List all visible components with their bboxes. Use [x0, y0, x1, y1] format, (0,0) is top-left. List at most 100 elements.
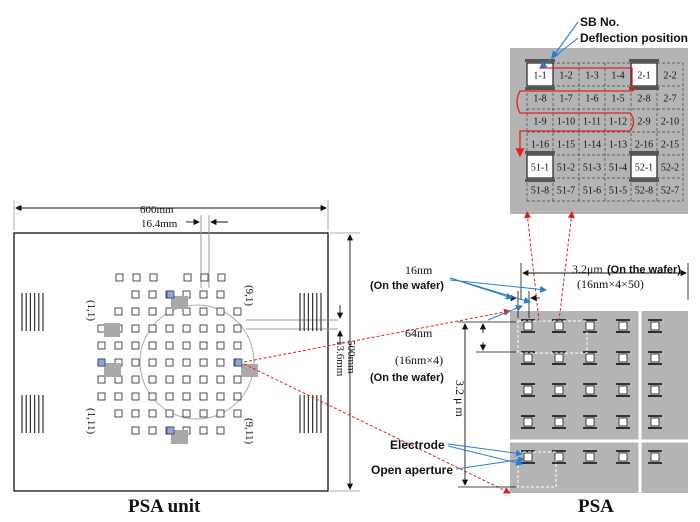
aperture-square: [200, 273, 209, 282]
electrode-bar: [552, 331, 566, 333]
aperture-square: [131, 426, 140, 435]
electrode-bar: [552, 462, 566, 464]
grid-cell-label: 51-7: [557, 186, 575, 197]
aperture-square: [216, 324, 225, 333]
spot: [104, 363, 121, 377]
corner-label-1-1: (1,1): [85, 300, 97, 321]
grid-cell-label: 2-10: [661, 117, 679, 128]
aperture-square: [148, 341, 157, 350]
electrode-bar: [616, 395, 630, 397]
open-aperture: [523, 353, 533, 363]
dim-16-4-label: 16.4mm: [141, 218, 178, 230]
open-aperture: [554, 452, 564, 462]
aperture-square: [182, 392, 191, 401]
grid-cell-label: 52-1: [635, 163, 653, 174]
electrode-bar: [583, 450, 597, 452]
open-aperture: [585, 417, 595, 427]
open-aperture: [650, 353, 660, 363]
psa-unit-panel: (1,1) (9,1) (1,11) (9,11): [13, 215, 338, 492]
electrode-bar: [583, 331, 597, 333]
aperture-square: [233, 307, 242, 316]
aperture-square: [199, 426, 208, 435]
grid-cell-label: 51-6: [583, 186, 601, 197]
aperture-square: [131, 341, 140, 350]
aperture-square: [131, 307, 140, 316]
aperture-square: [182, 409, 191, 418]
grid-cell-label: 1-8: [533, 94, 546, 105]
sb-box: [630, 154, 658, 179]
psa-title: PSA: [578, 496, 614, 517]
aperture-square: [165, 409, 174, 418]
open-aperture: [650, 452, 660, 462]
grid-cell-label: 2-9: [637, 117, 650, 128]
grid-cell-label: 51-2: [557, 163, 575, 174]
aperture-square: [182, 324, 191, 333]
aperture-square: [182, 358, 191, 367]
dimension-600mm: 600mm: [13, 200, 329, 230]
electrode-bar: [583, 383, 597, 385]
aperture-square: [216, 341, 225, 350]
aperture-square: [233, 409, 242, 418]
sb-electrode: [525, 87, 555, 90]
electrode-bar: [552, 351, 566, 353]
electrode-bar: [648, 395, 662, 397]
electrode-bar: [648, 427, 662, 429]
aperture-square: [114, 375, 123, 384]
open-aperture: [618, 417, 628, 427]
grid-cell-label: 1-15: [557, 140, 575, 151]
aperture-square: [199, 290, 208, 299]
grid-cell-label: 51-8: [531, 186, 549, 197]
aperture-square: [148, 290, 157, 299]
dim-16x4x50: (16nm×4×50): [577, 277, 644, 291]
sb-electrode: [629, 179, 659, 182]
dim-16nm: 16nm: [405, 263, 433, 277]
grid-cell-label: 1-16: [531, 140, 549, 151]
aperture-square: [97, 375, 106, 384]
psa-unit-title: PSA unit: [128, 496, 201, 517]
electrode-bar: [521, 395, 535, 397]
aperture-square: [199, 392, 208, 401]
psa-electrodes: [521, 319, 662, 464]
aperture-square: [233, 392, 242, 401]
grid-cell-label: 1-10: [557, 117, 575, 128]
corner-label-9-11: (9,11): [243, 418, 255, 445]
electrode-bar: [521, 415, 535, 417]
aperture-square: [216, 426, 225, 435]
aperture-square: [165, 392, 174, 401]
aperture-square: [131, 290, 140, 299]
aperture-square: [165, 341, 174, 350]
sb-no-arrow: [551, 21, 579, 59]
electrode-bar: [583, 415, 597, 417]
grid-cell-label: 1-13: [609, 140, 627, 151]
grid-cell-label: 52-7: [661, 186, 679, 197]
aperture-square: [233, 324, 242, 333]
highlight-cell: [97, 358, 106, 367]
aperture-square: [165, 324, 174, 333]
grid-cell-label: 1-1: [533, 71, 546, 82]
open-aperture: [618, 385, 628, 395]
electrode-bar: [648, 319, 662, 321]
electrode-bar: [552, 427, 566, 429]
aperture-square: [199, 409, 208, 418]
aperture-square: [131, 324, 140, 333]
open-aperture: [523, 452, 533, 462]
aperture-square: [148, 307, 157, 316]
electrode-bar: [616, 427, 630, 429]
open-aperture: [618, 353, 628, 363]
aperture-square: [148, 392, 157, 401]
aperture-square: [114, 341, 123, 350]
aperture-square: [199, 375, 208, 384]
grid-cell-label: 2-15: [661, 140, 679, 151]
aperture-square: [131, 358, 140, 367]
deflection-position-label: Deflection position: [580, 31, 688, 45]
corner-label-1-11: (1,11): [85, 408, 97, 435]
open-aperture: [650, 321, 660, 331]
grid-cell-label: 2-16: [635, 140, 653, 151]
electrode-bar: [616, 319, 630, 321]
dim-3-2-side: 3.2 μ m: [453, 380, 467, 417]
grid-cell-label: 1-2: [559, 71, 572, 82]
electrode-bar: [521, 450, 535, 452]
electrode-bar: [521, 427, 535, 429]
electrode-bar: [552, 450, 566, 452]
